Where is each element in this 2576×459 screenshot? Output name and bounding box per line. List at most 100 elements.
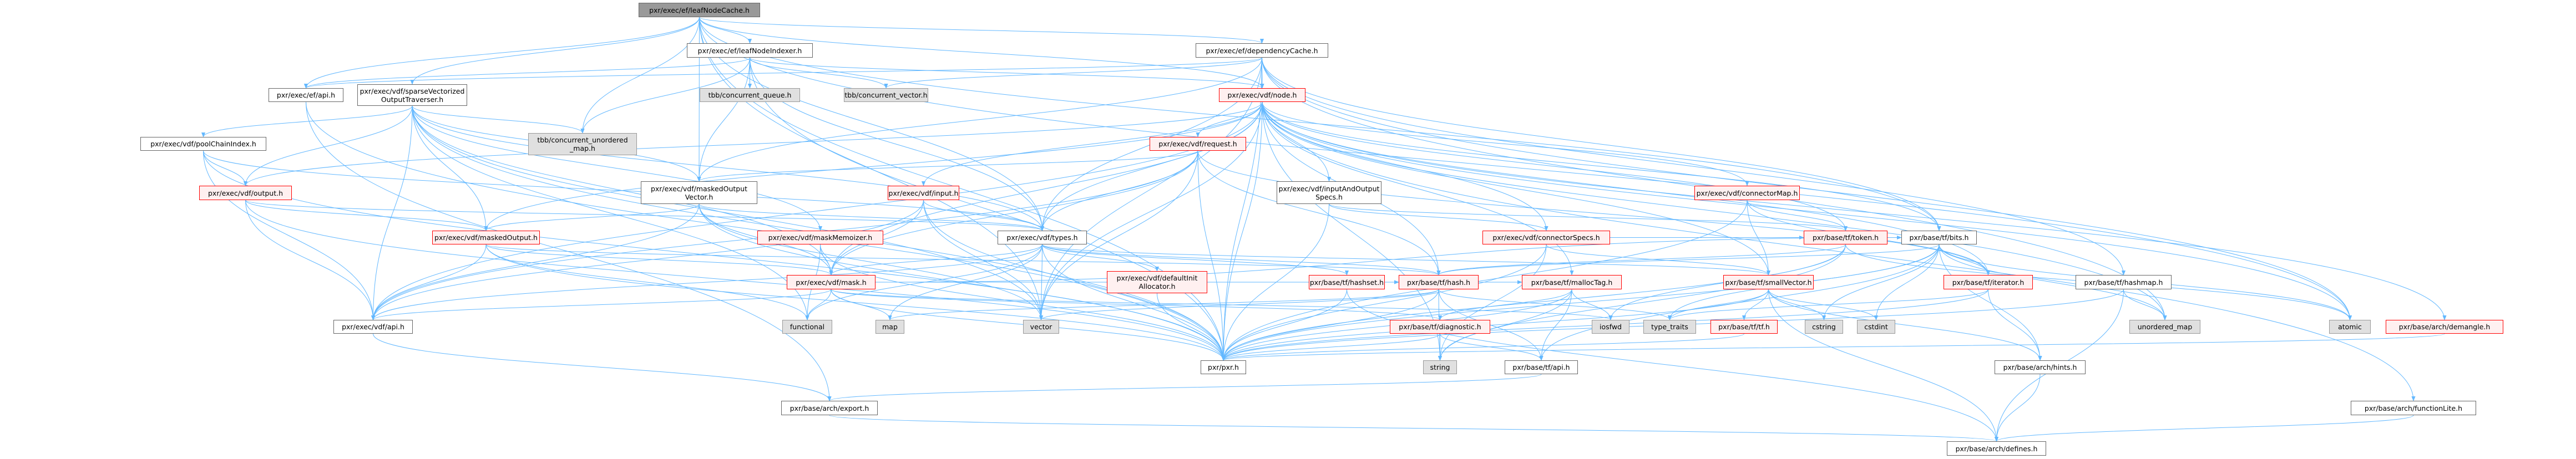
edge-dependency-cache-to-tbb-vector xyxy=(884,57,1262,89)
graph-node-tf-api[interactable]: pxr/base/tf/api.h xyxy=(1505,360,1578,374)
node-label: pxr/exec/vdf/types.h xyxy=(1006,233,1078,242)
edge-leaf-node-cache-to-sparse-vec xyxy=(410,17,700,85)
edge-mask-memoizer-to-mask xyxy=(820,244,833,276)
graph-node-output[interactable]: pxr/exec/vdf/output.h xyxy=(199,186,292,200)
node-label: pxr/base/arch/demangle.h xyxy=(2398,323,2491,331)
edge-request-to-masked-output-vector xyxy=(697,150,1198,182)
edge-bits-to-unordered-map xyxy=(1939,244,2167,320)
edge-types-to-vdf-api xyxy=(371,244,1042,320)
edge-small-vector-to-defines xyxy=(1768,289,1999,442)
node-label: pxr/exec/ef/api.h xyxy=(276,91,336,99)
graph-node-bits[interactable]: pxr/base/tf/bits.h xyxy=(1901,231,1977,244)
graph-node-mask-memoizer[interactable]: pxr/exec/vdf/maskMemoizer.h xyxy=(757,231,883,244)
graph-node-pool-chain-index[interactable]: pxr/exec/vdf/poolChainIndex.h xyxy=(140,137,266,151)
graph-node-string: string xyxy=(1423,360,1457,374)
graph-node-function-lite[interactable]: pxr/base/arch/functionLite.h xyxy=(2351,401,2476,415)
graph-node-request[interactable]: pxr/exec/vdf/request.h xyxy=(1150,137,1246,151)
graph-node-token[interactable]: pxr/base/tf/token.h xyxy=(1804,231,1887,244)
edge-masked-output-vector-to-vector xyxy=(699,203,1044,320)
node-label: pxr/exec/vdf/connectorSpecs.h xyxy=(1492,233,1600,242)
edge-masked-output-to-hash xyxy=(485,244,1441,276)
node-label: pxr/exec/vdf/request.h xyxy=(1158,140,1237,148)
graph-node-defines[interactable]: pxr/base/arch/defines.h xyxy=(1947,441,2046,456)
node-label: OutputTraverser.h xyxy=(381,95,444,104)
edge-small-vector-to-tf xyxy=(1742,289,1769,320)
edge-mask-to-vdf-api xyxy=(371,289,832,320)
graph-node-demangle[interactable]: pxr/base/arch/demangle.h xyxy=(2386,320,2503,334)
node-label: pxr/exec/vdf/defaultInit xyxy=(1116,274,1198,282)
graph-node-diagnostic[interactable]: pxr/base/tf/diagnostic.h xyxy=(1390,320,1490,334)
edge-tf-api-to-export xyxy=(827,374,1542,401)
graph-node-iosfwd: iosfwd xyxy=(1592,320,1629,334)
edge-diagnostic-to-pxr xyxy=(1221,333,1440,361)
graph-node-map: map xyxy=(875,320,904,334)
edge-mask-to-functional xyxy=(805,289,832,320)
graph-node-node[interactable]: pxr/exec/vdf/node.h xyxy=(1219,88,1305,102)
graph-node-hints[interactable]: pxr/base/arch/hints.h xyxy=(1995,360,2086,374)
edge-leaf-node-indexer-to-tbb-umap xyxy=(580,57,750,134)
edge-node-to-output xyxy=(244,101,1263,186)
graph-node-connector-specs[interactable]: pxr/exec/vdf/connectorSpecs.h xyxy=(1482,231,1610,244)
edge-leaf-node-indexer-to-ef-api xyxy=(304,57,750,89)
graph-node-vdf-api[interactable]: pxr/exec/vdf/api.h xyxy=(333,320,413,334)
graph-node-small-vector[interactable]: pxr/base/tf/smallVector.h xyxy=(1723,275,1814,289)
edge-sparse-vec-to-masked-output xyxy=(412,105,488,231)
node-label: pxr/exec/vdf/maskedOutput.h xyxy=(434,233,538,242)
graph-node-leaf-node-cache: pxr/exec/ef/leafNodeCache.h xyxy=(639,3,760,17)
edge-dependency-cache-to-hashmap xyxy=(1262,57,2126,276)
edge-node-to-string xyxy=(1262,101,1443,361)
edge-types-to-default-init-allocator xyxy=(1042,244,1160,272)
edge-request-to-hash xyxy=(1197,150,1441,276)
edge-masked-output-to-functional xyxy=(485,244,809,320)
graph-node-tbb-queue: tbb/concurrent_queue.h xyxy=(700,88,800,102)
graph-node-atomic: atomic xyxy=(2329,320,2371,334)
graph-node-tf[interactable]: pxr/base/tf/tf.h xyxy=(1710,320,1778,334)
graph-node-export[interactable]: pxr/base/arch/export.h xyxy=(781,401,878,415)
edge-output-to-types xyxy=(245,200,1044,231)
node-label: functional xyxy=(789,323,825,331)
graph-node-malloc-tag[interactable]: pxr/base/tf/mallocTag.h xyxy=(1522,275,1622,289)
graph-node-types[interactable]: pxr/exec/vdf/types.h xyxy=(998,231,1087,244)
graph-node-pxr[interactable]: pxr/pxr.h xyxy=(1201,360,1246,374)
edge-output-to-pxr xyxy=(245,200,1226,361)
node-label: string xyxy=(1430,363,1450,371)
edge-pool-chain-index-to-vdf-api xyxy=(203,150,376,320)
node-label: pxr/exec/vdf/input.h xyxy=(888,188,959,197)
graph-node-connector-map[interactable]: pxr/exec/vdf/connectorMap.h xyxy=(1694,186,1800,200)
graph-node-hashmap[interactable]: pxr/base/tf/hashmap.h xyxy=(2076,275,2172,289)
edge-sparse-vec-to-mask-memoizer xyxy=(412,105,823,231)
graph-node-leaf-node-indexer[interactable]: pxr/exec/ef/leafNodeIndexer.h xyxy=(687,43,813,58)
edge-node-to-types xyxy=(1040,101,1263,231)
node-label: cstring xyxy=(1812,323,1836,331)
edge-node-to-atomic xyxy=(1262,101,2352,320)
graph-node-iterator[interactable]: pxr/base/tf/iterator.h xyxy=(1944,275,2033,289)
graph-node-hashset[interactable]: pxr/base/tf/hashset.h xyxy=(1309,275,1385,289)
graph-node-hash[interactable]: pxr/base/tf/hash.h xyxy=(1399,275,1479,289)
node-label: pxr/base/arch/hints.h xyxy=(2003,363,2077,371)
node-label: pxr/pxr.h xyxy=(1208,363,1239,371)
node-label: pxr/exec/vdf/poolChainIndex.h xyxy=(150,140,256,148)
graph-node-mask[interactable]: pxr/exec/vdf/mask.h xyxy=(787,275,875,289)
edge-leaf-node-cache-to-types xyxy=(699,17,1045,231)
node-label: vector xyxy=(1030,323,1052,331)
edge-bits-to-hash xyxy=(1436,244,1940,276)
edge-node-to-masked-output xyxy=(484,101,1263,231)
node-label: map xyxy=(882,323,898,331)
edge-vdf-api-to-export xyxy=(373,333,832,401)
node-label: pxr/exec/vdf/maskedOutput xyxy=(650,184,748,193)
graph-node-masked-output[interactable]: pxr/exec/vdf/maskedOutput.h xyxy=(432,231,540,244)
graph-node-dependency-cache[interactable]: pxr/exec/ef/dependencyCache.h xyxy=(1196,43,1328,58)
edge-mask-to-bits xyxy=(875,235,1902,283)
edge-pool-chain-index-to-types xyxy=(203,150,1044,231)
graph-node-ef-api[interactable]: pxr/exec/ef/api.h xyxy=(269,88,343,102)
graph-node-functional: functional xyxy=(782,320,832,334)
graph-node-input[interactable]: pxr/exec/vdf/input.h xyxy=(888,186,959,200)
edge-sparse-vec-to-tbb-umap xyxy=(412,105,585,134)
edge-hashset-to-pxr xyxy=(1221,289,1347,361)
edge-node-to-token xyxy=(1262,101,1848,231)
edge-bits-to-hints xyxy=(1939,244,2042,361)
